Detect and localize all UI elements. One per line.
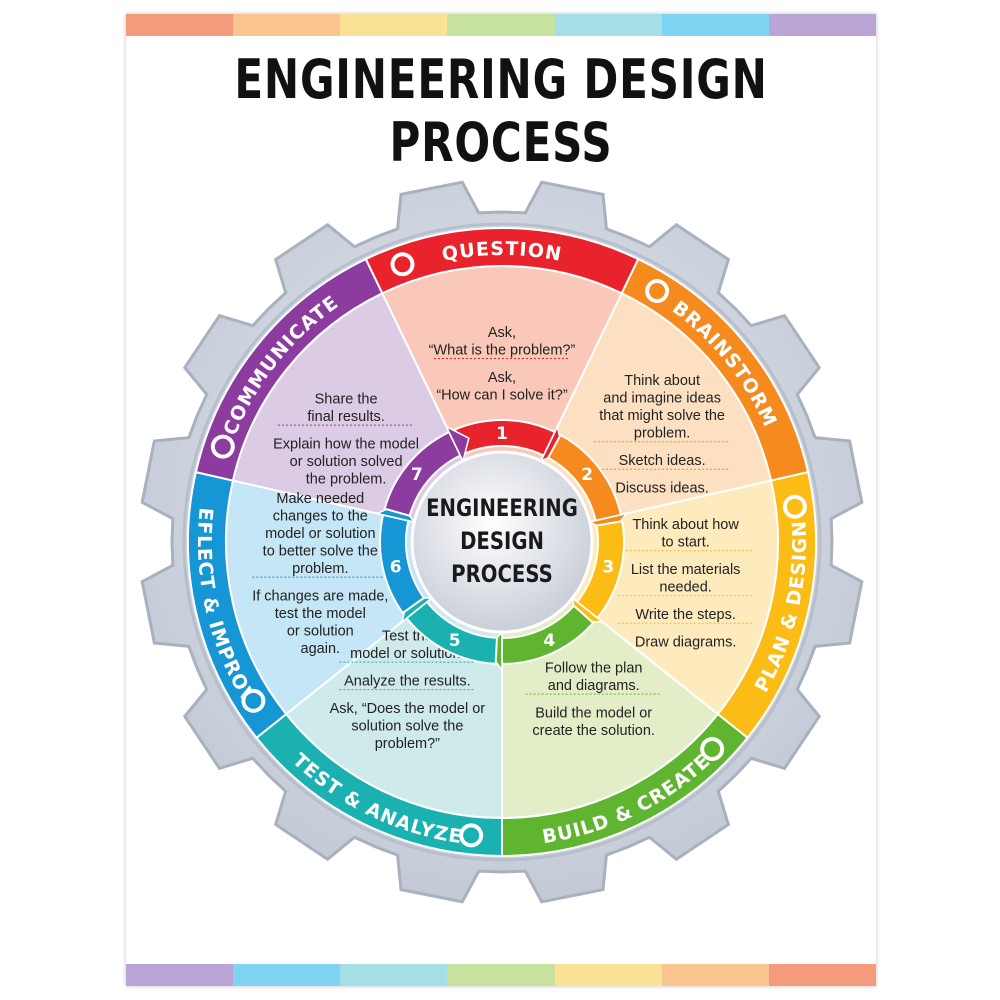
center-label-line: PROCESS	[451, 561, 553, 588]
sector-text-line: problem.	[292, 561, 348, 577]
sector-text-line: Make needed	[276, 491, 364, 507]
question-icon	[390, 252, 415, 277]
bottom-stripe-segment	[447, 964, 555, 986]
sector-text-line: Analyze the results.	[344, 674, 471, 690]
center-hub	[410, 450, 594, 634]
sector-text-line: Share the	[315, 392, 378, 408]
sector-text-question: Ask, “What is the problem?” Ask, “How can I…	[429, 325, 576, 404]
sector-text-line: needed.	[659, 580, 711, 596]
bottom-stripe-segment	[554, 964, 662, 986]
sector-text-line: Build the model or	[535, 706, 652, 722]
sector-text-line: create the solution.	[532, 723, 655, 739]
step-number-5: 5	[449, 631, 461, 651]
sector-text-line: solution solve the	[351, 719, 463, 735]
sector-text-line: model or solution.	[350, 646, 464, 662]
sector-text-line: Sketch ideas.	[619, 453, 706, 469]
speaking-head-icon	[210, 434, 235, 459]
top-stripe-segment	[340, 14, 448, 36]
bottom-stripe-segment	[661, 964, 769, 986]
step-number-1: 1	[496, 424, 508, 444]
poster-title: ENGINEERING DESIGN PROCESS	[234, 48, 768, 174]
sector-text-line: Ask,	[488, 325, 516, 341]
wrench-icon	[241, 688, 266, 713]
sector-text-line: “How can I solve it?”	[436, 388, 568, 404]
sector-text-line: problem.	[634, 426, 690, 442]
top-stripe-segment	[554, 14, 662, 36]
step-number-2: 2	[581, 465, 593, 485]
sector-text-line: changes to the	[273, 509, 368, 525]
step-number-6: 6	[390, 557, 402, 577]
step-number-4: 4	[543, 631, 555, 651]
sector-text-line: List the materials	[631, 562, 741, 578]
sector-text-line: again.	[301, 641, 341, 657]
sector-text-line: Think about how	[632, 517, 739, 533]
sector-text-line: Discuss ideas.	[615, 481, 708, 497]
center-label-line: ENGINEERING	[426, 495, 578, 522]
bottom-stripe-segment	[233, 964, 341, 986]
sector-text-line: to better solve the	[263, 544, 378, 560]
sector-text-line: problem?”	[375, 736, 440, 752]
sector-text-line: test the model	[275, 606, 366, 622]
sector-text-line: model or solution	[265, 526, 375, 542]
sector-text-line: If changes are made,	[252, 589, 388, 605]
sector-text-line: Think about	[624, 373, 700, 389]
sector-text-line: Explain how the model	[273, 437, 419, 453]
bottom-stripe-segment	[340, 964, 448, 986]
magnifier-check-icon	[459, 823, 484, 848]
step-number-7: 7	[411, 465, 423, 485]
sector-text-line: and imagine ideas	[603, 391, 721, 407]
band-communicate	[194, 257, 384, 482]
top-color-stripe	[126, 14, 876, 36]
sector-text-plan-design: Think about how to start. List the materia…	[617, 517, 754, 651]
sector-text-line: Write the steps.	[635, 607, 735, 623]
sector-text-line: “What is the problem?”	[429, 343, 576, 359]
bottom-stripe-segment	[768, 964, 876, 986]
sector-text-line: or solution	[287, 624, 354, 640]
sector-text-line: to start.	[661, 535, 709, 551]
lightbulb-icon	[645, 279, 670, 304]
top-stripe-segment	[661, 14, 769, 36]
top-stripe-segment	[126, 14, 234, 36]
step-number-3: 3	[602, 557, 614, 577]
sector-text-line: the problem.	[306, 472, 387, 488]
bottom-stripe-segment	[126, 964, 234, 986]
sector-text-line: Ask,	[488, 370, 516, 386]
top-stripe-segment	[447, 14, 555, 36]
sector-text-line: that might solve the	[599, 408, 725, 424]
sector-text-line: Ask, “Does the model or	[330, 701, 486, 717]
sector-text-line: Draw diagrams.	[635, 635, 737, 651]
puzzle-icon	[700, 737, 725, 762]
sector-text-line: Follow the plan	[545, 661, 643, 677]
gear-inner-ring	[182, 222, 822, 862]
top-stripe-segment	[768, 14, 876, 36]
pencil-icon	[782, 494, 807, 519]
sector-text-line: or solution solved	[290, 454, 403, 470]
bottom-color-stripe	[126, 964, 876, 986]
sector-text-line: and diagrams.	[548, 678, 640, 694]
sector-text-line: final results.	[307, 409, 384, 425]
center-label-line: DESIGN	[460, 528, 544, 555]
top-stripe-segment	[233, 14, 341, 36]
arrow-head-7	[444, 424, 470, 464]
